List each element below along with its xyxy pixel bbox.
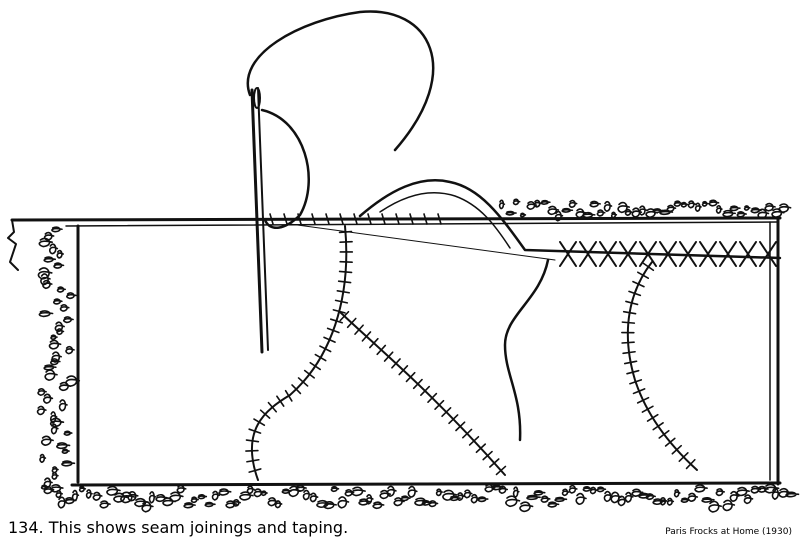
catch-stitch-row	[560, 242, 776, 266]
seam-joinings-illustration	[0, 0, 800, 515]
seam-right	[628, 262, 697, 470]
thread	[248, 11, 548, 440]
source-credit: Paris Frocks at Home (1930)	[665, 527, 792, 537]
figure-caption: 134. This shows seam joinings and taping…	[8, 518, 348, 537]
frayed-edge-left	[38, 227, 80, 497]
frayed-edge-bottom	[44, 485, 798, 512]
